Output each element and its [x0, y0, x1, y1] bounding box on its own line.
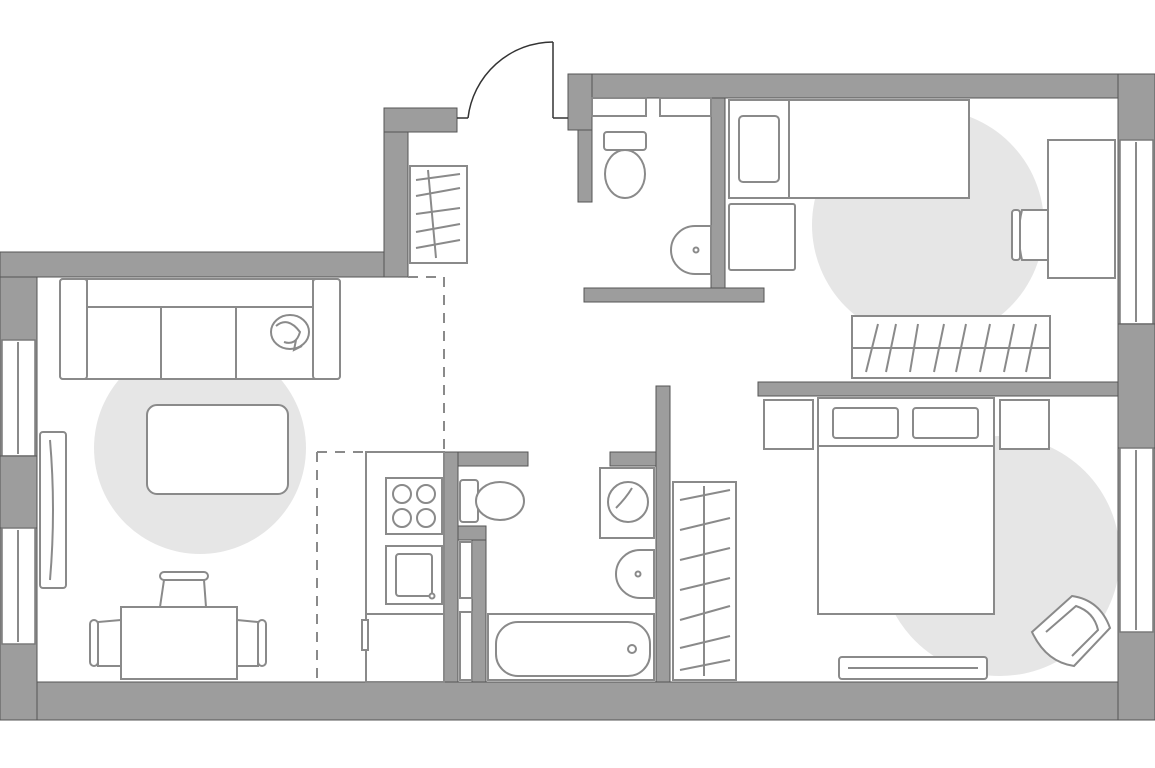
study-nightstand: [728, 203, 796, 271]
zone-lines: [316, 276, 445, 682]
toilet-upper: [603, 131, 647, 199]
burner-2: [416, 484, 436, 504]
washing-machine: [599, 467, 655, 539]
burner-3: [392, 508, 412, 528]
armchair: [1030, 594, 1112, 668]
burner-4: [416, 508, 436, 528]
interior-walls: [443, 97, 1119, 683]
entry-door: [457, 41, 568, 119]
coffee-table: [146, 404, 289, 495]
sink-upper: [670, 225, 712, 275]
toilet-lower: [459, 479, 525, 523]
wall-bottom: [0, 681, 1155, 721]
bathroom-shelf-2: [459, 611, 473, 681]
wall-top-right: [567, 73, 1155, 99]
sofa: [59, 278, 341, 380]
bathroom-sink: [615, 549, 655, 599]
shelf-left: [591, 97, 647, 117]
kitchen-counter: [361, 451, 445, 683]
nightstand-right: [999, 399, 1050, 450]
study-chair: [1011, 209, 1049, 261]
bedroom-wardrobe: [672, 481, 737, 681]
dining-chair-right: [236, 618, 267, 667]
wall-entry-left: [383, 107, 458, 133]
hallway-wardrobe: [409, 165, 468, 264]
dining-chair-left: [89, 618, 122, 667]
study-wardrobe: [851, 315, 1051, 379]
study-desk: [1047, 139, 1116, 279]
dining-table: [120, 606, 238, 680]
nightstand-left: [763, 399, 814, 450]
wall-step: [383, 107, 409, 278]
tv-stand: [39, 431, 67, 589]
wall-top-living: [0, 251, 409, 278]
wall-entry-right: [567, 73, 593, 131]
burner-1: [392, 484, 412, 504]
study-bed: [728, 99, 970, 199]
shelf-right: [659, 97, 712, 117]
bathtub: [487, 613, 655, 681]
double-bed: [817, 397, 995, 615]
cat-icon: [270, 314, 310, 352]
windows: [0, 139, 1155, 645]
bathroom-shelf-1: [459, 541, 473, 599]
dining-chair-top: [158, 571, 209, 608]
